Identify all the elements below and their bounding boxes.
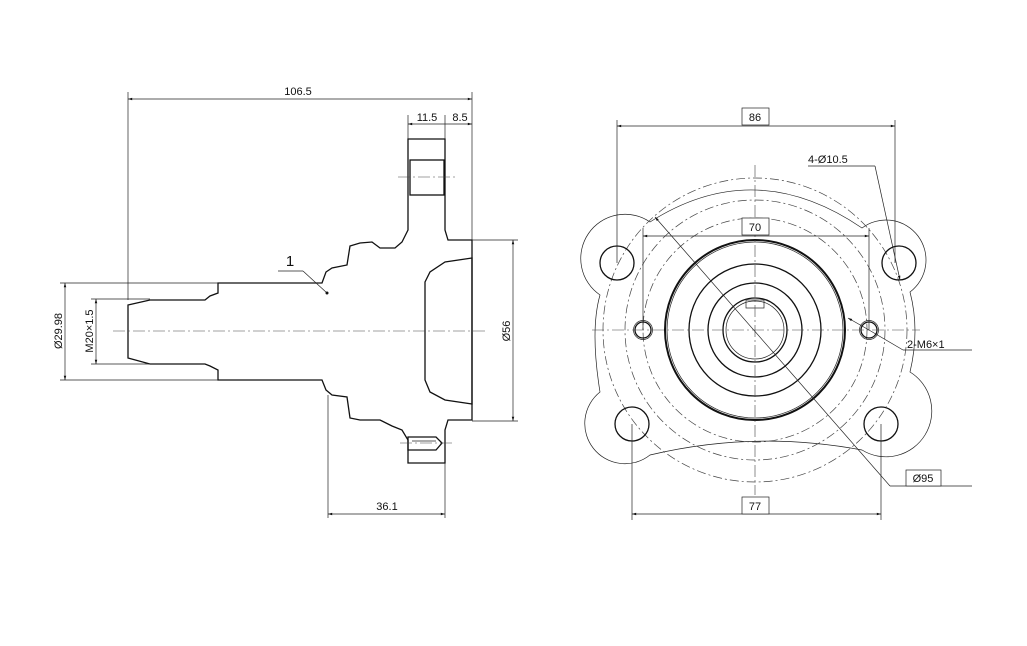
dim-bolt-span-outer: 86 (749, 112, 761, 124)
part-number-label: 1 (286, 253, 294, 270)
dim-outer-diameter: Ø95 (913, 473, 934, 485)
bolt-hole (881, 245, 917, 281)
dim-bolt-span-lower: 77 (749, 501, 761, 513)
shaft-section (127, 138, 473, 464)
front-view: 86 4-Ø10.5 70 2-M6×1 Ø95 77 (580, 107, 972, 520)
dim-hub-diameter: Ø56 (501, 321, 513, 342)
dim-overall-length: 106.5 (284, 86, 312, 98)
dim-flange-width-1: 11.5 (417, 112, 438, 124)
flange-tapped-hole-bottom (407, 436, 443, 451)
side-section-view: 106.5 11.5 8.5 1 Ø29.98 M20×1.5 Ø56 36.1 (53, 86, 518, 518)
label-bolt-holes: 4-Ø10.5 (808, 154, 848, 166)
dim-thread: M20×1.5 (84, 309, 96, 352)
flange-hole-top (409, 159, 445, 196)
dim-tapped-span: 70 (749, 222, 761, 234)
dim-flange-offset: 36.1 (376, 501, 397, 513)
label-tapped-holes: 2-M6×1 (907, 339, 945, 351)
dim-shaft-diameter: Ø29.98 (53, 313, 65, 349)
flange-outline (580, 189, 933, 465)
hub-bore (424, 257, 473, 405)
dim-flange-width-2: 8.5 (452, 112, 467, 124)
